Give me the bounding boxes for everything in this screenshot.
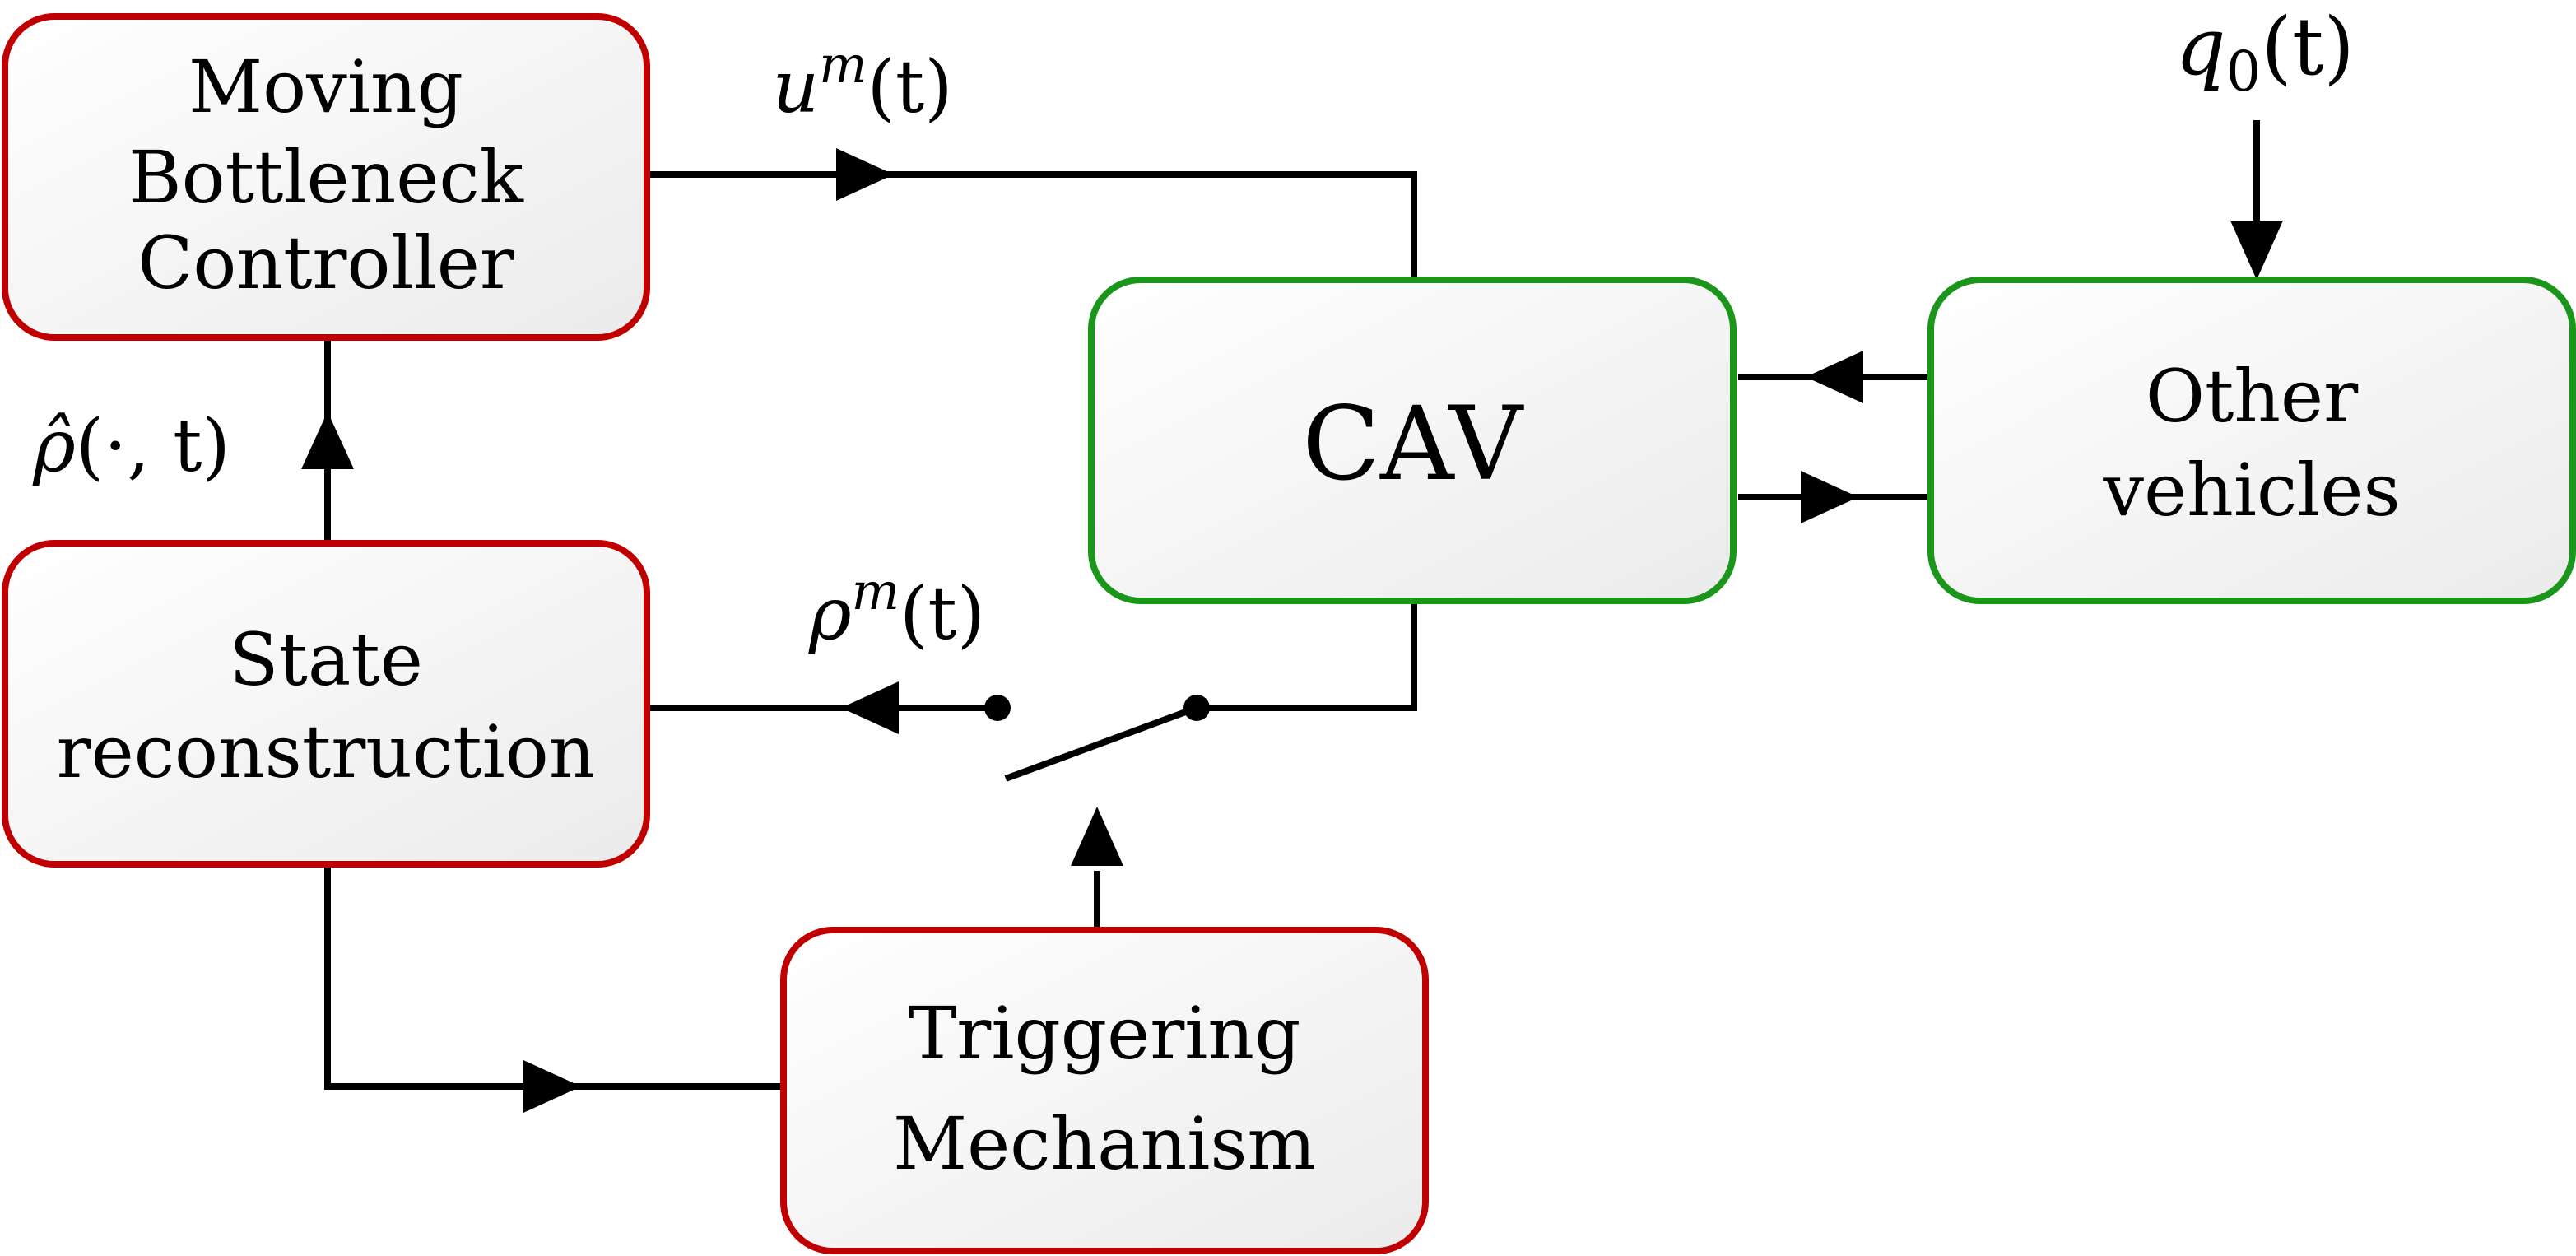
state-label-line2: reconstruction (57, 709, 596, 794)
signal-rhom-sup: m (852, 562, 900, 621)
block-triggering-mechanism: Triggering Mechanism (780, 927, 1429, 1254)
signal-um-arg: (t) (867, 44, 953, 129)
signal-um-sup: m (819, 35, 867, 95)
signal-q0-sub: 0 (2226, 40, 2262, 104)
switch-contact-right (1183, 695, 1210, 721)
trigger-label-line2: Mechanism (893, 1101, 1316, 1186)
block-moving-bottleneck-controller: Moving Bottleneck Controller (2, 13, 650, 341)
arrowhead-control (836, 148, 894, 201)
arrowhead-q0 (2230, 221, 2283, 280)
signal-label-um: um(t) (772, 35, 952, 129)
wire-state-to-trigger (324, 866, 782, 1090)
other-label-line2: vehicles (2102, 448, 2400, 533)
signal-label-rhom: ρm(t) (808, 562, 985, 656)
block-other-vehicles: Other vehicles (1927, 277, 2576, 604)
arrowhead-cav-to-other (1801, 471, 1858, 523)
signal-q0-arg: (t) (2261, 1, 2354, 93)
controller-label-line1: Moving (188, 44, 463, 129)
arrowhead-trigger-to-switch (1071, 807, 1123, 866)
signal-rhohat-base: ρ̂ (32, 403, 76, 488)
signal-rhom-base: ρ (808, 571, 852, 656)
arrowhead-state-to-trigger (523, 1060, 581, 1113)
block-state-reconstruction: State reconstruction (2, 540, 650, 868)
signal-q0-base: q (2175, 1, 2225, 93)
arrowhead-rhom (841, 681, 899, 734)
cav-label: CAV (1302, 385, 1524, 504)
wire-control-to-cav (650, 171, 1417, 277)
arrowhead-other-to-cav (1806, 351, 1863, 403)
state-label-line1: State (229, 617, 423, 702)
signal-um-base: u (772, 44, 819, 129)
trigger-label-line1: Triggering (909, 991, 1301, 1076)
block-cav: CAV (1088, 277, 1737, 604)
signal-label-rhohat: ρ̂(·, t) (32, 403, 230, 488)
switch-blade (1004, 705, 1198, 782)
controller-label-line3: Controller (137, 221, 515, 305)
controller-label-line2: Bottleneck (128, 135, 524, 220)
signal-rhom-arg: (t) (900, 571, 985, 656)
wire-cav-to-switch (1197, 602, 1417, 711)
signal-rhohat-arg: (·, t) (76, 403, 230, 488)
arrowhead-rhohat (301, 412, 354, 469)
other-label-line1: Other (2146, 354, 2359, 439)
switch-contact-left (984, 695, 1011, 721)
signal-label-q0: q0(t) (2175, 1, 2355, 104)
